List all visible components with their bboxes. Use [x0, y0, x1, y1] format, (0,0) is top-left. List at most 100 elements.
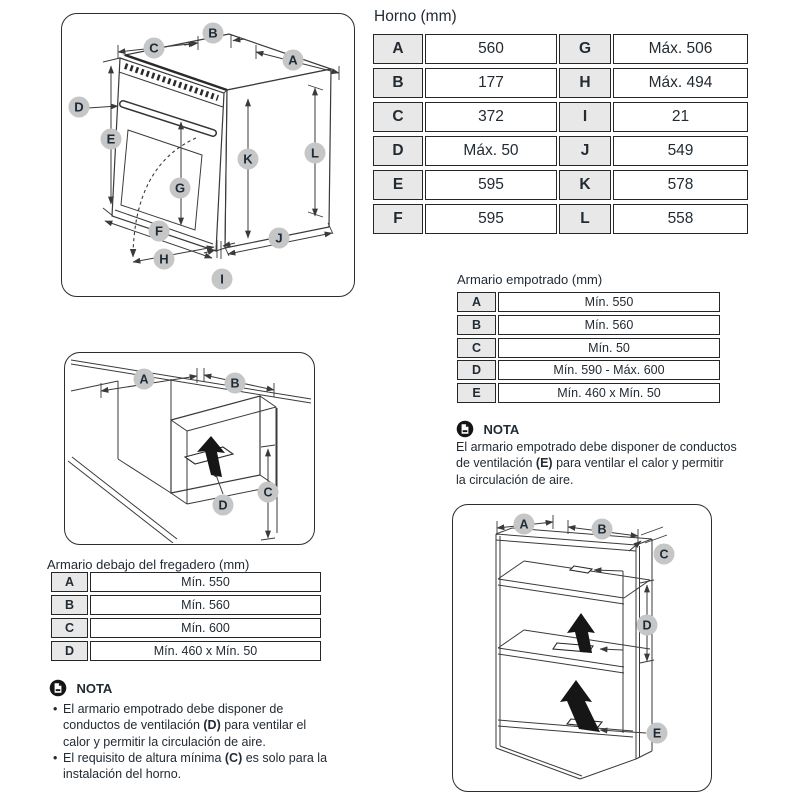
svg-text:A: A	[519, 518, 528, 532]
cell-key: H	[559, 68, 611, 98]
svg-text:L: L	[311, 146, 319, 161]
dim-label-c: C	[143, 37, 165, 59]
cell-value: Mín. 600	[90, 618, 321, 638]
airflow-arrow-bottom	[560, 680, 600, 732]
svg-text:K: K	[243, 152, 253, 167]
svg-text:I: I	[220, 272, 224, 287]
svg-text:B: B	[208, 26, 217, 41]
svg-text:A: A	[288, 53, 298, 68]
svg-text:H: H	[159, 252, 168, 267]
cell-key: C	[51, 618, 88, 638]
cell-key: A	[51, 572, 88, 592]
dim-label-d: D	[636, 614, 658, 636]
cell-value: 595	[425, 170, 557, 200]
dim-label-k: K	[237, 148, 259, 170]
cell-key: E	[457, 383, 496, 404]
cell-value: 372	[425, 102, 557, 132]
cell-key: I	[559, 102, 611, 132]
tall-cabinet-diagram-box: A B C D E	[452, 504, 712, 792]
svg-text:C: C	[263, 486, 272, 500]
note-line: de ventilación (E) para ventilar el calo…	[456, 456, 724, 471]
dim-label-g: G	[169, 177, 191, 199]
dim-label-a: A	[513, 513, 535, 535]
horno-table-title: Horno (mm)	[374, 8, 457, 25]
tall-dim-labels: A B C D E	[513, 513, 675, 744]
note-heading: NOTA	[76, 680, 113, 696]
dim-label-j: J	[268, 227, 290, 249]
cell-key: D	[51, 641, 88, 661]
cell-key: E	[373, 170, 423, 200]
cell-value: 560	[425, 34, 557, 64]
oven-front-face	[111, 57, 225, 252]
upper-vent-slot	[568, 565, 594, 574]
fregadero-table-title: Armario debajo del fregadero (mm)	[47, 557, 250, 572]
fregadero-note-text: El armario empotrado debe disponer de co…	[47, 701, 327, 782]
cell-key: K	[559, 170, 611, 200]
oven-dim-labels: B C A D E G K L F H J I	[68, 22, 326, 290]
cell-value: Máx. 50	[425, 136, 557, 166]
note-line: calor y permitir la circulación de aire.	[63, 734, 266, 749]
cell-key: D	[373, 136, 423, 166]
dim-label-a: A	[133, 368, 155, 390]
svg-text:A: A	[139, 373, 148, 387]
note-line: El armario empotrado debe disponer de co…	[456, 440, 737, 454]
cell-value: Mín. 560	[90, 595, 321, 615]
note-line: El armario empotrado debe disponer de	[63, 702, 284, 716]
dim-label-e: E	[646, 722, 668, 744]
note-bullet: El armario empotrado debe disponer de co…	[47, 701, 327, 750]
vent-slats	[124, 63, 219, 101]
svg-text:E: E	[107, 132, 116, 147]
note-line: El requisito de altura mínima (C) es sol…	[63, 750, 328, 765]
svg-text:G: G	[175, 181, 185, 196]
cell-key: C	[457, 337, 496, 358]
cell-value: Máx. 506	[613, 34, 748, 64]
dim-label-c: C	[257, 481, 279, 503]
svg-text:J: J	[275, 231, 282, 246]
cell-value: Mín. 550	[90, 572, 321, 592]
dim-label-b: B	[202, 22, 224, 44]
airflow-arrow	[197, 436, 225, 477]
cell-value: Mín. 590 - Máx. 600	[498, 360, 720, 381]
cell-value: 558	[613, 204, 748, 234]
dim-label-l: L	[304, 142, 326, 164]
dim-label-i: I	[211, 268, 233, 290]
svg-text:D: D	[218, 499, 227, 513]
svg-text:B: B	[597, 523, 606, 537]
note-bullet: El requisito de altura mínima (C) es sol…	[47, 750, 327, 783]
note-line: la circulación de aire.	[456, 472, 574, 487]
cell-key: G	[559, 34, 611, 64]
cell-key: A	[457, 292, 496, 312]
cell-value: 177	[425, 68, 557, 98]
dim-label-a: A	[282, 49, 304, 71]
oven-diagram-box: B C A D E G K L F H J I	[61, 13, 355, 297]
dim-label-b: B	[224, 372, 246, 394]
svg-text:D: D	[74, 100, 83, 115]
svg-text:C: C	[149, 41, 159, 56]
cell-value: 595	[425, 204, 557, 234]
note-icon	[456, 420, 474, 438]
svg-text:F: F	[155, 224, 163, 239]
sink-dim-labels: A B C D	[133, 368, 279, 516]
cell-key: B	[457, 314, 496, 335]
svg-text:E: E	[653, 727, 661, 741]
note-heading: NOTA	[483, 421, 520, 437]
oven-diagram: B C A D E G K L F H J I	[68, 22, 340, 290]
fregadero-note-header: NOTA	[49, 679, 112, 697]
cell-value: Máx. 494	[613, 68, 748, 98]
svg-text:B: B	[230, 377, 239, 391]
cell-key: B	[373, 68, 423, 98]
svg-text:D: D	[642, 619, 651, 633]
cell-key: C	[373, 102, 423, 132]
dim-label-f: F	[148, 220, 170, 242]
svg-text:C: C	[659, 548, 668, 562]
empotrado-note-header: NOTA	[456, 420, 519, 438]
airflow-arrow-middle	[567, 613, 595, 653]
cell-value: 549	[613, 136, 748, 166]
cell-value: 578	[613, 170, 748, 200]
note-icon	[49, 679, 67, 697]
dim-label-h: H	[153, 248, 175, 270]
cell-value: Mín. 460 x Mín. 50	[498, 383, 720, 404]
cell-value: Mín. 550	[498, 292, 720, 312]
